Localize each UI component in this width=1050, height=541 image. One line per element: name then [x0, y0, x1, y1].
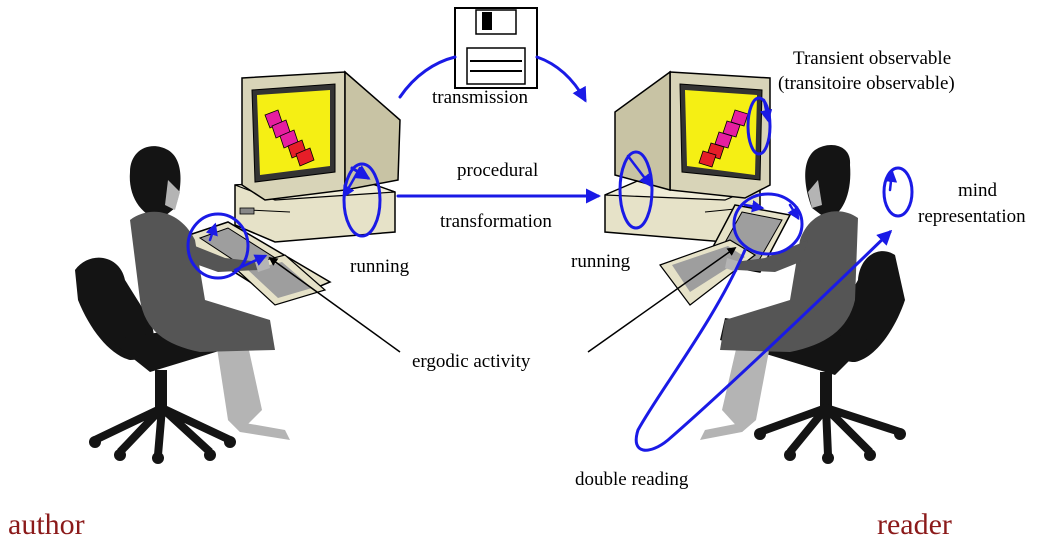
floppy-disk-icon: [454, 7, 538, 89]
flow-arrows: [186, 55, 914, 452]
transmission-arrow-right: [535, 55, 587, 103]
running-left-label: running: [350, 256, 410, 277]
transmission-arrow-left: [398, 55, 457, 99]
reader-computer: [604, 70, 792, 306]
transient-observable-label: Transient observable: [793, 48, 951, 69]
author-computer: [178, 70, 401, 306]
double-reading-loop: [634, 229, 893, 452]
transient-observable-subtitle: (transitoire observable): [778, 73, 955, 94]
reader-label: reader: [877, 508, 952, 541]
representation-label: representation: [918, 206, 1026, 227]
ergodic-pointer-lines: [268, 246, 737, 353]
author-label: author: [8, 508, 85, 541]
screen-blocks-icon: [264, 109, 315, 167]
running-loop-right: [618, 150, 654, 230]
running-loop-left: [342, 162, 382, 238]
ergodic-loop-left: [186, 212, 250, 280]
author-person-icon: [129, 146, 290, 440]
transient-observable-loop: [746, 96, 772, 156]
double-reading-label: double reading: [575, 469, 689, 490]
procedural-label: procedural: [457, 160, 538, 181]
screen-blocks-icon: [698, 109, 749, 168]
transmission-label: transmission: [432, 87, 529, 108]
reader-person-icon: [700, 145, 858, 440]
ergodic-activity-label: ergodic activity: [412, 351, 531, 372]
transformation-label: transformation: [440, 211, 552, 232]
mind-representation-loop: [882, 166, 914, 218]
running-right-label: running: [571, 251, 631, 272]
ergodic-loop-right: [732, 192, 804, 256]
mind-label: mind: [958, 180, 998, 201]
